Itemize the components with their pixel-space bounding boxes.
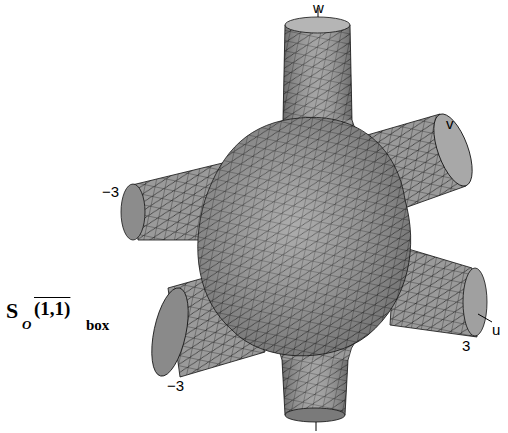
axis-name: v [446, 116, 454, 131]
tick-value: −3 [102, 184, 119, 199]
plot-label: S [6, 300, 18, 322]
axis-lines [316, 8, 492, 431]
tick-value: −3 [167, 378, 184, 393]
surface-body [198, 117, 411, 355]
tick-value: 3 [462, 338, 470, 353]
plot-label: box [86, 318, 109, 333]
plot-label: (1,1) [34, 299, 70, 318]
plot-label: O [22, 318, 31, 331]
axis-name: w [313, 0, 324, 15]
axis-name: u [492, 322, 500, 337]
surface-arms [121, 17, 487, 422]
